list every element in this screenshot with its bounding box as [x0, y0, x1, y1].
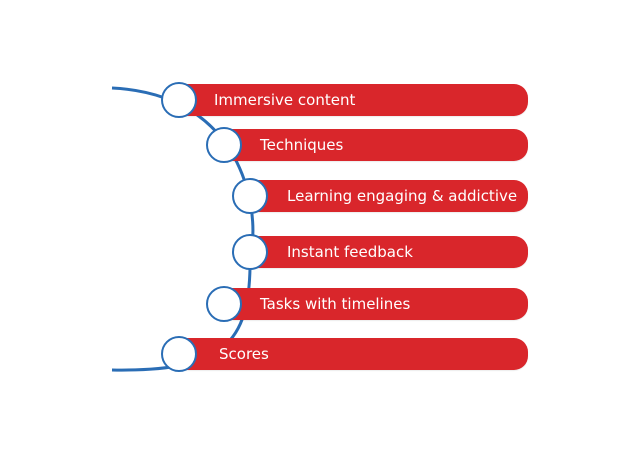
item-label: Learning engaging & addictive [287, 187, 518, 205]
item-label: Tasks with timelines [260, 295, 411, 313]
circle-marker [206, 286, 242, 322]
item-label: Instant feedback [287, 243, 413, 261]
circle-marker [161, 336, 197, 372]
circle-marker [161, 82, 197, 118]
item-bar [179, 84, 528, 116]
circle-marker [232, 178, 268, 214]
item-bar [250, 236, 528, 268]
item-bar [224, 129, 528, 161]
item-label: Techniques [260, 136, 344, 154]
circle-marker [232, 234, 268, 270]
circle-marker [206, 127, 242, 163]
item-bar [179, 338, 528, 370]
item-label: Scores [219, 345, 269, 363]
item-bar [224, 288, 528, 320]
item-bar [250, 180, 528, 212]
item-label: Immersive content [214, 91, 356, 109]
